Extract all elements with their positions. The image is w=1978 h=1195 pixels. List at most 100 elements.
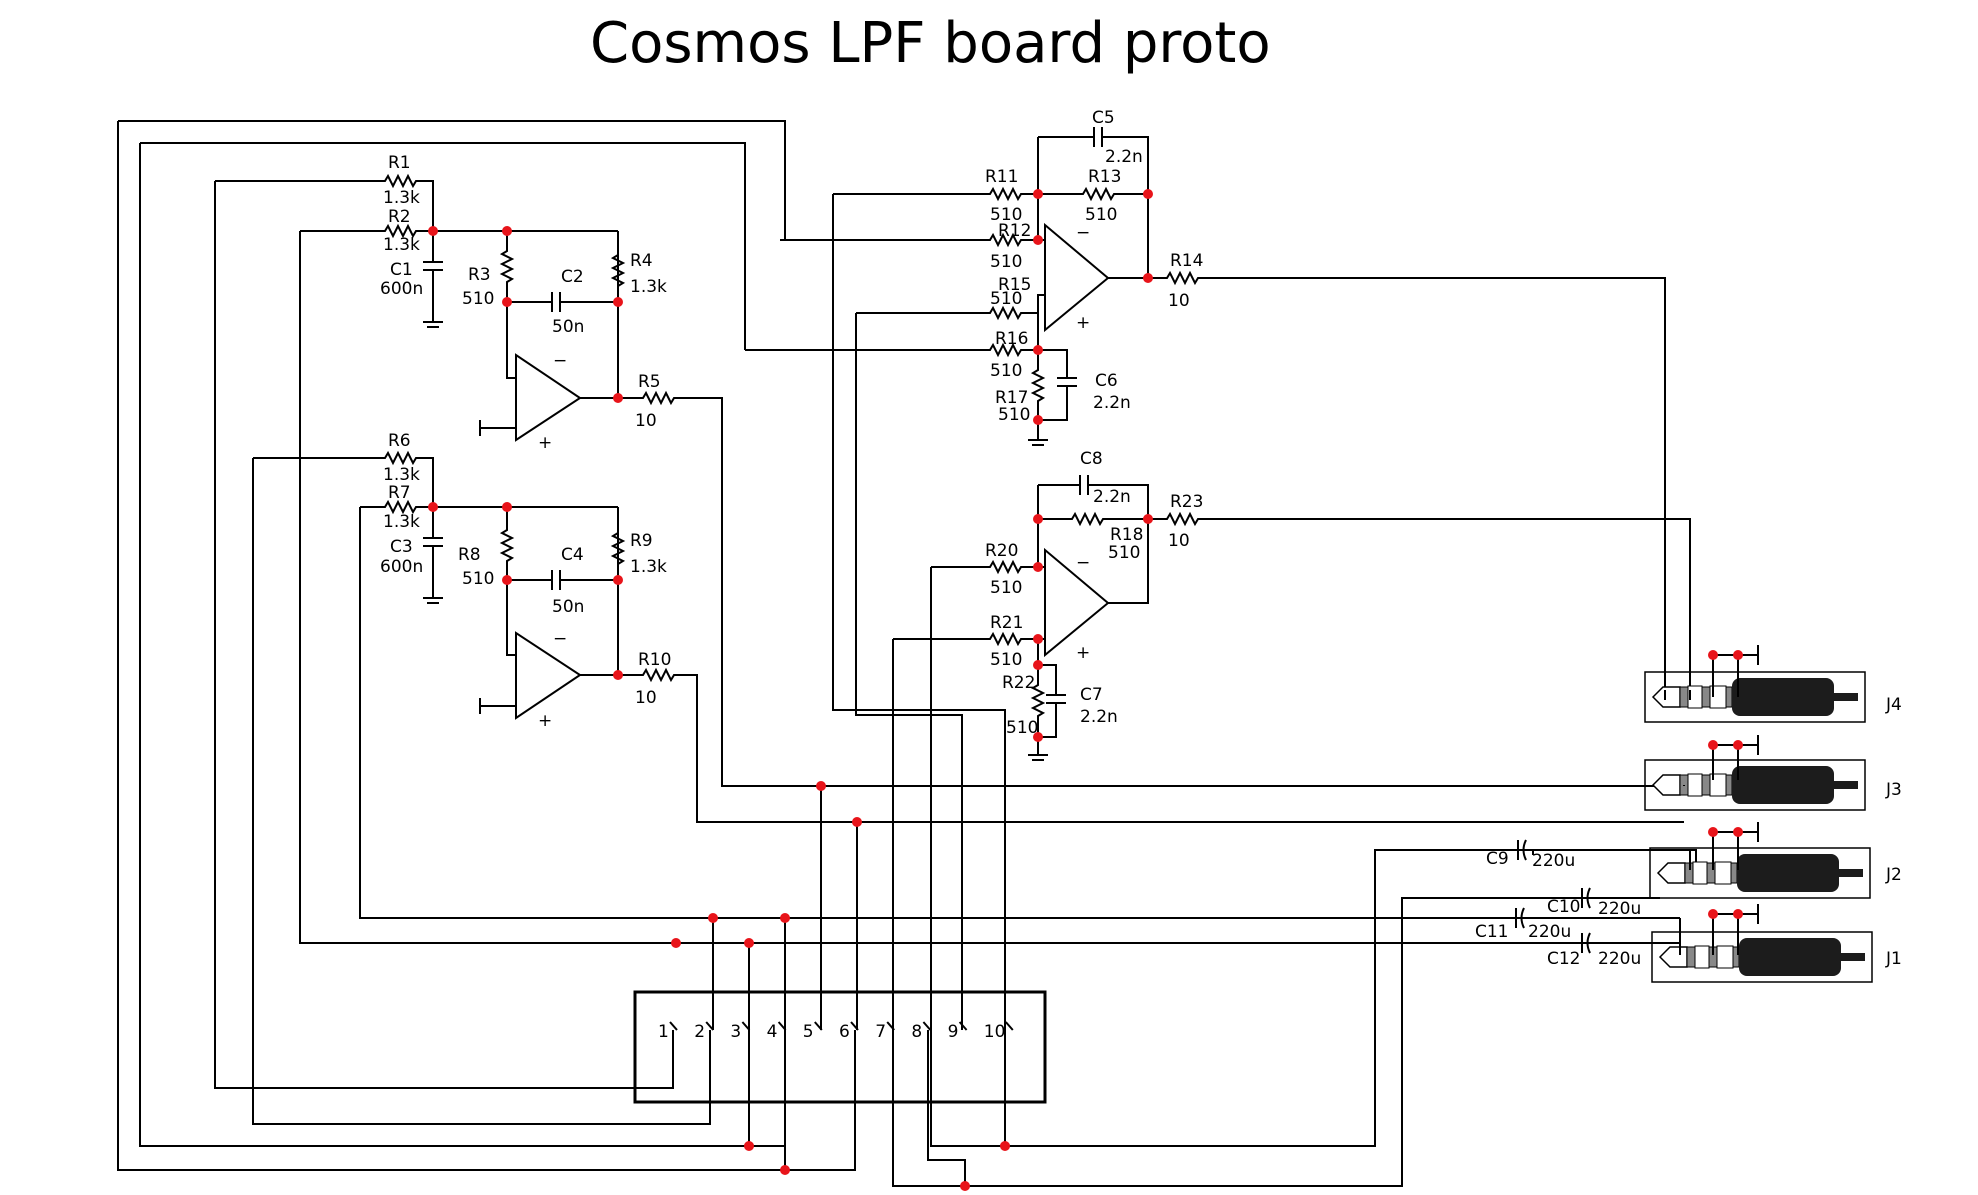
junction-dots bbox=[428, 189, 1743, 1191]
label-c8-value: 2.2n bbox=[1093, 487, 1131, 507]
junction-dot bbox=[1733, 740, 1743, 750]
label-r5-value: 10 bbox=[635, 411, 657, 431]
label-r13-value: 510 bbox=[1085, 205, 1117, 225]
label-c11-value: 220u bbox=[1528, 922, 1571, 942]
label-r14-value: 10 bbox=[1168, 291, 1190, 311]
opamp3-plus-sign: + bbox=[1076, 313, 1090, 333]
connector-pin-mark bbox=[741, 1021, 751, 1031]
opamp1-minus-sign: − bbox=[553, 351, 567, 371]
junction-dot bbox=[502, 297, 512, 307]
label-r18-ref: R18 bbox=[1110, 525, 1143, 545]
junction-dot bbox=[428, 226, 438, 236]
label-r1-value: 1.3k bbox=[383, 188, 420, 208]
filter-stage-1 bbox=[215, 175, 1684, 787]
label-c1-ref: C1 bbox=[390, 260, 413, 280]
label-r2-ref: R2 bbox=[388, 207, 411, 227]
connector-pin-7: 7 bbox=[875, 1022, 886, 1042]
connector-pin-6: 6 bbox=[839, 1022, 850, 1042]
junction-dot bbox=[1033, 562, 1043, 572]
junction-dot bbox=[780, 1165, 790, 1175]
label-r22-value: 510 bbox=[1006, 718, 1038, 738]
junction-dot bbox=[613, 575, 623, 585]
opamp3-minus-sign: − bbox=[1076, 223, 1090, 243]
junction-dot bbox=[780, 913, 790, 923]
jack-j1 bbox=[1651, 904, 1873, 983]
label-r16-value: 510 bbox=[990, 361, 1022, 381]
junction-dot bbox=[816, 781, 826, 791]
label-r2-value: 1.3k bbox=[383, 235, 420, 255]
label-r4-ref: R4 bbox=[630, 251, 653, 271]
junction-dot bbox=[1033, 189, 1043, 199]
junction-dot bbox=[613, 297, 623, 307]
label-c12-ref: C12 bbox=[1547, 949, 1581, 969]
junction-dot bbox=[428, 502, 438, 512]
label-r3-ref: R3 bbox=[468, 265, 491, 285]
connector-pin-mark bbox=[814, 1021, 823, 1031]
label-c6-ref: C6 bbox=[1095, 371, 1118, 391]
junction-dot bbox=[1708, 740, 1718, 750]
junction-dot bbox=[502, 502, 512, 512]
label-r17-ref: R17 bbox=[995, 388, 1028, 408]
label-r23-value: 10 bbox=[1168, 531, 1190, 551]
junction-dot bbox=[1033, 514, 1043, 524]
junction-dot bbox=[1000, 1141, 1010, 1151]
connector-pin-mark bbox=[886, 1021, 895, 1031]
junction-dot bbox=[960, 1181, 970, 1191]
junction-dot bbox=[1033, 732, 1043, 742]
connector-pin-1: 1 bbox=[658, 1022, 669, 1042]
label-r15-ref: R15 bbox=[998, 275, 1031, 295]
connector-pin-mark bbox=[705, 1021, 714, 1031]
label-r6-value: 1.3k bbox=[383, 465, 420, 485]
jack-j3 bbox=[1644, 735, 1866, 811]
label-r9-ref: R9 bbox=[630, 531, 653, 551]
label-r13-ref: R13 bbox=[1088, 167, 1121, 187]
connector-pin-8: 8 bbox=[911, 1022, 922, 1042]
label-r18-value: 510 bbox=[1108, 543, 1140, 563]
component-labels: R1 1.3k R2 1.3k C1 600n R3 510 C2 50n R4… bbox=[380, 108, 1902, 969]
label-r14-ref: R14 bbox=[1170, 251, 1203, 271]
connector-pin-mark bbox=[1005, 1021, 1014, 1031]
label-c4-ref: C4 bbox=[561, 545, 584, 565]
label-r12-ref: R12 bbox=[998, 221, 1031, 241]
label-r21-ref: R21 bbox=[990, 613, 1023, 633]
label-r22-ref: R22 bbox=[1002, 673, 1035, 693]
junction-dot bbox=[744, 1141, 754, 1151]
label-r12-value: 510 bbox=[990, 252, 1022, 272]
junction-dot bbox=[613, 393, 623, 403]
junction-dot bbox=[1733, 650, 1743, 660]
junction-dot bbox=[671, 938, 681, 948]
label-r4-value: 1.3k bbox=[630, 277, 667, 297]
junction-dot bbox=[1033, 235, 1043, 245]
jack-j2 bbox=[1649, 822, 1871, 899]
label-r1-ref: R1 bbox=[388, 153, 411, 173]
connector-pin-mark bbox=[850, 1021, 859, 1031]
label-r7-ref: R7 bbox=[388, 483, 411, 503]
label-j3: J3 bbox=[1885, 780, 1902, 800]
label-c9-ref: C9 bbox=[1486, 849, 1509, 869]
label-r10-value: 10 bbox=[635, 688, 657, 708]
label-r20-ref: R20 bbox=[985, 541, 1018, 561]
label-c7-ref: C7 bbox=[1080, 685, 1103, 705]
label-c9-value: 220u bbox=[1532, 851, 1575, 871]
opamp1-plus-sign: + bbox=[538, 433, 552, 453]
junction-dot bbox=[744, 938, 754, 948]
junction-dot bbox=[1033, 415, 1043, 425]
junction-dot bbox=[1708, 650, 1718, 660]
junction-dot bbox=[502, 226, 512, 236]
label-r20-value: 510 bbox=[990, 578, 1022, 598]
junction-dot bbox=[613, 670, 623, 680]
junction-dot bbox=[1708, 909, 1718, 919]
label-r3-value: 510 bbox=[462, 289, 494, 309]
label-r11-value: 510 bbox=[990, 205, 1022, 225]
opamp2-minus-sign: − bbox=[553, 629, 567, 649]
connector-pin-mark bbox=[922, 1021, 932, 1031]
diagram-title: Cosmos LPF board proto bbox=[590, 11, 1271, 76]
connector-pin-4: 4 bbox=[767, 1022, 778, 1042]
label-r10-ref: R10 bbox=[638, 650, 671, 670]
label-r11-ref: R11 bbox=[985, 167, 1018, 187]
label-c2-value: 50n bbox=[552, 317, 584, 337]
label-c7-value: 2.2n bbox=[1080, 707, 1118, 727]
label-r5-ref: R5 bbox=[638, 372, 661, 392]
label-r8-value: 510 bbox=[462, 569, 494, 589]
